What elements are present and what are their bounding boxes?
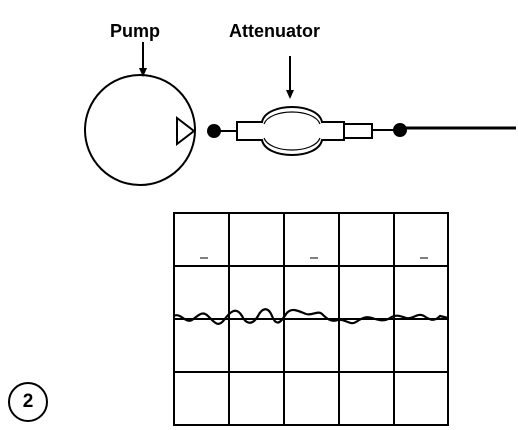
pump-label: Pump [110,21,161,41]
pump-arrowhead [139,68,147,77]
attenuator-inner-bottom [263,137,321,151]
oscilloscope-grid [173,212,449,426]
attenuator-label: Attenuator [229,21,320,41]
pump-circle [84,74,196,186]
pump-outlet-triangle [176,115,196,147]
connector-dot-2 [393,123,407,137]
figure-number-badge: 2 [8,382,48,422]
attenuator-inner-top [263,111,321,125]
attenuator-outlet [343,123,373,139]
attenuator-arrowhead [286,90,294,99]
attenuator-body [236,106,345,156]
pressure-trace [173,308,449,325]
